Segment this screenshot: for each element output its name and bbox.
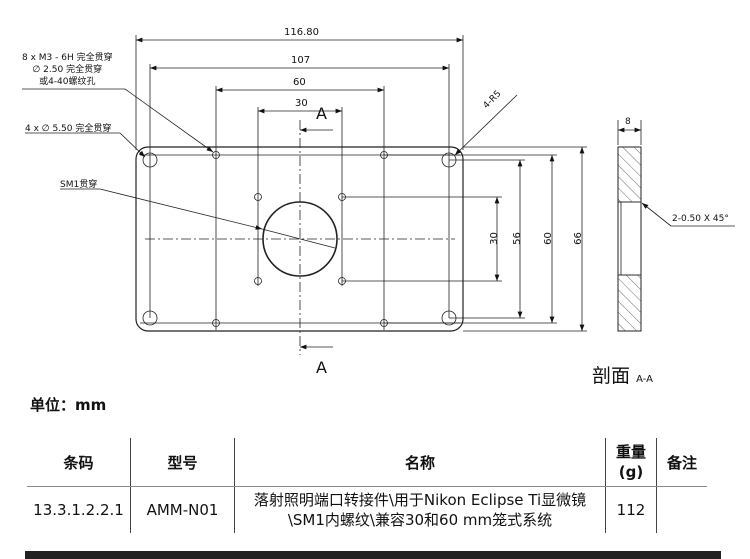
cell-barcode: 13.3.1.2.2.1 — [33, 501, 124, 519]
dim-116-80: 116.80 — [284, 27, 319, 38]
section-suffix: A-A — [636, 374, 653, 385]
note-mount-holes: 4 x ∅ 5.50 完全贯穿 — [25, 124, 112, 134]
dim-30: 30 — [295, 98, 308, 109]
table-row: 13.3.1.2.2.1 AMM-N01 落射照明端口转接件\用于Nikon E… — [27, 486, 707, 533]
section-marker-top: A — [316, 104, 327, 123]
dim-v56: 56 — [511, 232, 523, 245]
col-weight: 重量 (g) — [605, 438, 657, 487]
note-line: ∅ 2.50 完全贯穿 — [32, 65, 103, 75]
cell-remark — [656, 486, 707, 533]
section-title-text: 剖面 — [592, 365, 631, 387]
unit-label: 单位：mm — [30, 396, 107, 414]
col-barcode: 条码 — [27, 438, 131, 487]
bottom-divider — [25, 551, 721, 559]
dim-107: 107 — [291, 55, 311, 66]
dim-v60: 60 — [542, 232, 554, 245]
note-chamfer: 2-0.50 X 45° — [672, 214, 729, 224]
cell-model: AMM-N01 — [130, 486, 235, 533]
spec-table: 条码 型号 名称 重量 (g) 备注 13.3.1.2.2.1 AMM-N01 落… — [27, 438, 707, 533]
plate-outline — [135, 146, 464, 332]
sm1-bore — [262, 201, 338, 277]
section-title: 剖面 A-A — [592, 361, 653, 388]
note-sm1: SM1贯穿 — [60, 180, 98, 190]
col-model: 型号 — [130, 438, 235, 487]
note-line: 或4-40螺纹孔 — [39, 77, 96, 87]
dim-60: 60 — [293, 77, 306, 88]
col-remark: 备注 — [656, 438, 707, 487]
col-name: 名称 — [234, 438, 606, 487]
cell-name: 落射照明端口转接件\用于Nikon Eclipse Ti显微镜\SM1内螺纹\兼… — [234, 486, 606, 533]
note-m3-holes: 8 x M3 - 6H 完全贯穿 ∅ 2.50 完全贯穿或4-40螺纹孔 — [22, 52, 113, 88]
weight-unit: (g) — [618, 463, 644, 481]
section-marker-bottom: A — [316, 358, 327, 377]
dim-thickness: 8 — [625, 117, 631, 127]
dim-v30: 30 — [488, 232, 500, 245]
note-line: 8 x M3 - 6H 完全贯穿 — [22, 53, 113, 63]
dim-v66: 66 — [572, 232, 584, 245]
weight-label: 重量 — [615, 443, 646, 461]
table-header: 条码 型号 名称 重量 (g) 备注 — [27, 438, 707, 487]
cell-weight: 112 — [605, 486, 657, 533]
